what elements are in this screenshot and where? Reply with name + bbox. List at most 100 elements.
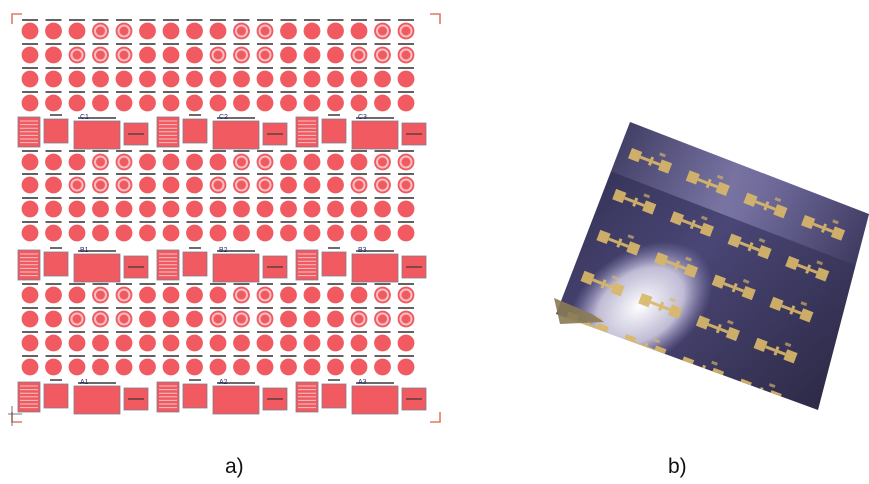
wide-pad bbox=[212, 385, 260, 415]
corner-marks bbox=[8, 13, 441, 426]
square-pad bbox=[321, 251, 347, 277]
pad bbox=[21, 358, 39, 376]
pad bbox=[21, 153, 39, 171]
square-pad bbox=[43, 118, 69, 144]
pad bbox=[162, 176, 180, 194]
pad-ring bbox=[376, 48, 389, 62]
pad-ring bbox=[376, 312, 389, 326]
pad-ring bbox=[399, 24, 413, 38]
pad bbox=[45, 46, 62, 64]
wide-pad bbox=[351, 253, 399, 283]
pad-ring bbox=[376, 155, 389, 169]
pad bbox=[256, 70, 274, 88]
pad-ring bbox=[117, 48, 131, 62]
square-pad bbox=[321, 118, 347, 144]
pad bbox=[21, 334, 39, 352]
pad bbox=[280, 334, 297, 352]
pad bbox=[45, 286, 62, 304]
pad-ring bbox=[94, 24, 107, 38]
pad bbox=[139, 94, 156, 112]
square-pad bbox=[182, 251, 208, 277]
pad-ring bbox=[235, 178, 248, 192]
pad bbox=[186, 153, 203, 171]
pad-ring bbox=[399, 288, 413, 302]
pad bbox=[209, 200, 227, 218]
pad bbox=[350, 334, 368, 352]
pad bbox=[45, 176, 62, 194]
pad-ring bbox=[94, 178, 107, 192]
pad bbox=[280, 310, 297, 328]
pad bbox=[68, 94, 86, 112]
square-pad bbox=[43, 251, 69, 277]
pad bbox=[233, 334, 250, 352]
pad bbox=[350, 70, 368, 88]
pad bbox=[139, 200, 156, 218]
pad bbox=[68, 286, 86, 304]
pad bbox=[256, 94, 274, 112]
pad bbox=[45, 70, 62, 88]
chip-device bbox=[612, 188, 657, 215]
pad bbox=[68, 224, 86, 242]
pad bbox=[303, 22, 321, 40]
pad bbox=[68, 334, 86, 352]
pad bbox=[303, 310, 321, 328]
chip-device bbox=[785, 255, 830, 282]
pad bbox=[327, 22, 344, 40]
wide-pad bbox=[212, 120, 260, 150]
pad bbox=[350, 94, 368, 112]
comb-pad bbox=[295, 381, 319, 413]
pad bbox=[21, 200, 39, 218]
group-label: A3 bbox=[358, 379, 367, 386]
pad bbox=[374, 70, 391, 88]
wide-pad bbox=[351, 385, 399, 415]
pad bbox=[92, 334, 109, 352]
pad bbox=[186, 334, 203, 352]
pad bbox=[303, 224, 321, 242]
pad bbox=[303, 334, 321, 352]
pad bbox=[139, 176, 156, 194]
pad bbox=[45, 358, 62, 376]
pad bbox=[280, 358, 297, 376]
group-label: C2 bbox=[219, 114, 228, 121]
caption-b: b) bbox=[668, 455, 687, 478]
pad bbox=[397, 358, 415, 376]
chip-device bbox=[727, 233, 772, 260]
chip-device bbox=[654, 252, 699, 278]
pad bbox=[186, 22, 203, 40]
pad bbox=[92, 224, 109, 242]
square-pad bbox=[43, 383, 69, 409]
pad-ring bbox=[117, 288, 131, 302]
pad bbox=[21, 286, 39, 304]
pad bbox=[139, 286, 156, 304]
pad bbox=[186, 200, 203, 218]
pad bbox=[162, 286, 180, 304]
pad bbox=[186, 70, 203, 88]
pad bbox=[92, 70, 109, 88]
pad bbox=[280, 22, 297, 40]
square-pad bbox=[182, 118, 208, 144]
pad-ring bbox=[117, 24, 131, 38]
pad bbox=[350, 200, 368, 218]
pad-ring bbox=[94, 48, 107, 62]
comb-pad bbox=[295, 116, 319, 148]
pad bbox=[68, 153, 86, 171]
comb-pad bbox=[156, 116, 180, 148]
pad bbox=[303, 200, 321, 218]
pad bbox=[92, 94, 109, 112]
pad bbox=[162, 70, 180, 88]
pad bbox=[162, 46, 180, 64]
pad bbox=[21, 94, 39, 112]
pad bbox=[186, 224, 203, 242]
pad bbox=[280, 46, 297, 64]
pad bbox=[45, 224, 62, 242]
pad-ring bbox=[399, 312, 413, 326]
pad bbox=[186, 46, 203, 64]
pad bbox=[374, 94, 391, 112]
pad bbox=[45, 334, 62, 352]
pad bbox=[139, 224, 156, 242]
pad bbox=[280, 224, 297, 242]
pad bbox=[45, 153, 62, 171]
pad bbox=[92, 200, 109, 218]
pad bbox=[162, 94, 180, 112]
